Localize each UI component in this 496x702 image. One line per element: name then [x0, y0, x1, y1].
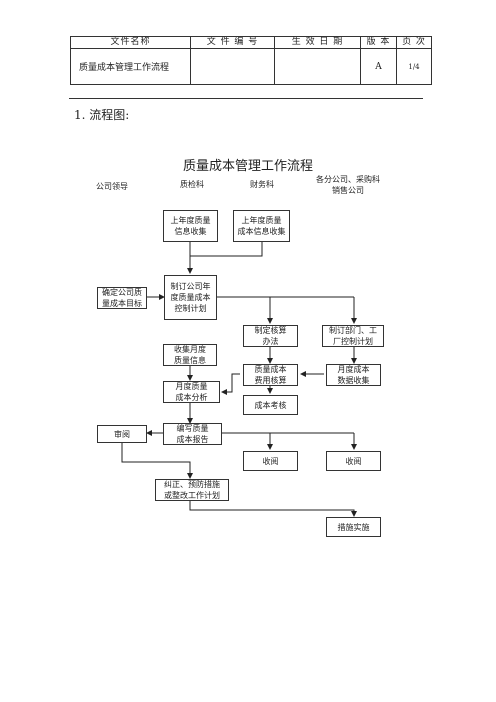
box-corrective-preventive-plan: 纠正、预防措施或整改工作计划	[155, 479, 229, 501]
box-prev-year-quality-info: 上年度质量信息收集	[163, 210, 218, 242]
box-text-line: 质量成本	[254, 365, 287, 374]
box-cost-accounting: 质量成本费用核算	[243, 364, 298, 386]
box-text-line: 纠正、预防措施	[164, 480, 220, 489]
box-text-line: 数据收集	[337, 376, 370, 385]
box-monthly-quality-info: 收集月度质量信息	[163, 344, 217, 366]
box-accounting-method: 制定核算办法	[243, 325, 298, 347]
box-monthly-cost-analysis: 月度质量成本分析	[163, 381, 220, 403]
box-text-line: 信息收集	[174, 227, 207, 236]
accounting-to-analysis-arrow	[221, 373, 240, 395]
box-receive-branches: 收阅	[326, 451, 381, 471]
box-text-line: 审阅	[114, 429, 130, 439]
box-text-line: 控制计划	[174, 304, 207, 313]
header-divider	[69, 98, 423, 99]
corrective-to-implement-arrow	[189, 501, 357, 517]
box-text-line: 量成本目标	[102, 299, 142, 308]
box-receive-finance: 收阅	[243, 451, 298, 471]
box-text-line: 制定核算	[254, 326, 287, 335]
box-text-line: 费用核算	[254, 376, 287, 385]
section-heading: 1. 流程图:	[74, 108, 130, 122]
merge-connector	[187, 242, 263, 274]
box-text-line: 月度成本	[337, 365, 370, 374]
box-text-line: 成本分析	[175, 393, 208, 402]
box-text-line: 措施实施	[337, 522, 370, 532]
box-text-line: 制订公司年	[170, 282, 211, 291]
review-to-corrective-arrow	[121, 443, 193, 479]
box-text-line: 质量信息	[174, 356, 206, 365]
box-dept-control-plan: 制订部门、工厂控制计划	[322, 325, 384, 347]
column-branches-line1: 各分公司、采购科	[316, 175, 380, 184]
box-cost-assessment: 成本考核	[243, 395, 298, 415]
box-write-cost-report: 编写质量成本报告	[163, 423, 222, 445]
box-review: 审阅	[97, 425, 147, 443]
box-text-line: 制订部门、工	[329, 326, 377, 335]
box-text-line: 上年度质量	[170, 216, 211, 225]
box-text-line: 收阅	[345, 456, 362, 466]
box-text-line: 月度质量	[175, 382, 208, 391]
box-annual-control-plan: 制订公司年度质量成本控制计划	[164, 275, 217, 320]
box-text-line: 度质量成本	[170, 293, 211, 302]
box-set-quality-cost-target: 确定公司质量成本目标	[97, 287, 147, 309]
box-text-line: 收集月度	[174, 345, 206, 354]
column-quality-dept: 质检科	[180, 180, 204, 189]
column-branches: 各分公司、采购科 销售公司	[300, 174, 396, 196]
document-header-table: 文件名称 文 件 编 号 生 效 日 期 版 本 页 次 质量成本管理工作流程 …	[70, 36, 432, 85]
box-text-line: 上年度质量	[241, 216, 282, 225]
column-branches-line2: 销售公司	[332, 186, 364, 195]
box-text-line: 厂控制计划	[333, 337, 373, 346]
column-company-leader: 公司领导	[96, 182, 128, 191]
box-text-line: 收阅	[262, 456, 279, 466]
flowchart-title: 质量成本管理工作流程	[182, 159, 313, 174]
box-text-line: 编写质量	[176, 424, 209, 433]
header-file-name-value: 质量成本管理工作流程	[70, 48, 191, 85]
box-text-line: 成本报告	[176, 435, 209, 444]
header-page-value: 1/4	[396, 48, 432, 85]
box-text-line: 或整改工作计划	[164, 491, 220, 500]
column-finance-dept: 财务科	[250, 180, 274, 189]
box-implement-measures: 措施实施	[326, 517, 381, 537]
box-text-line: 办法	[262, 337, 279, 346]
box-text-line: 确定公司质	[102, 288, 142, 297]
box-monthly-cost-data: 月度成本数据收集	[326, 364, 381, 386]
box-text-line: 成本考核	[254, 400, 287, 410]
box-text-line: 成本信息收集	[237, 227, 286, 236]
box-prev-year-cost-info: 上年度质量成本信息收集	[233, 210, 290, 242]
